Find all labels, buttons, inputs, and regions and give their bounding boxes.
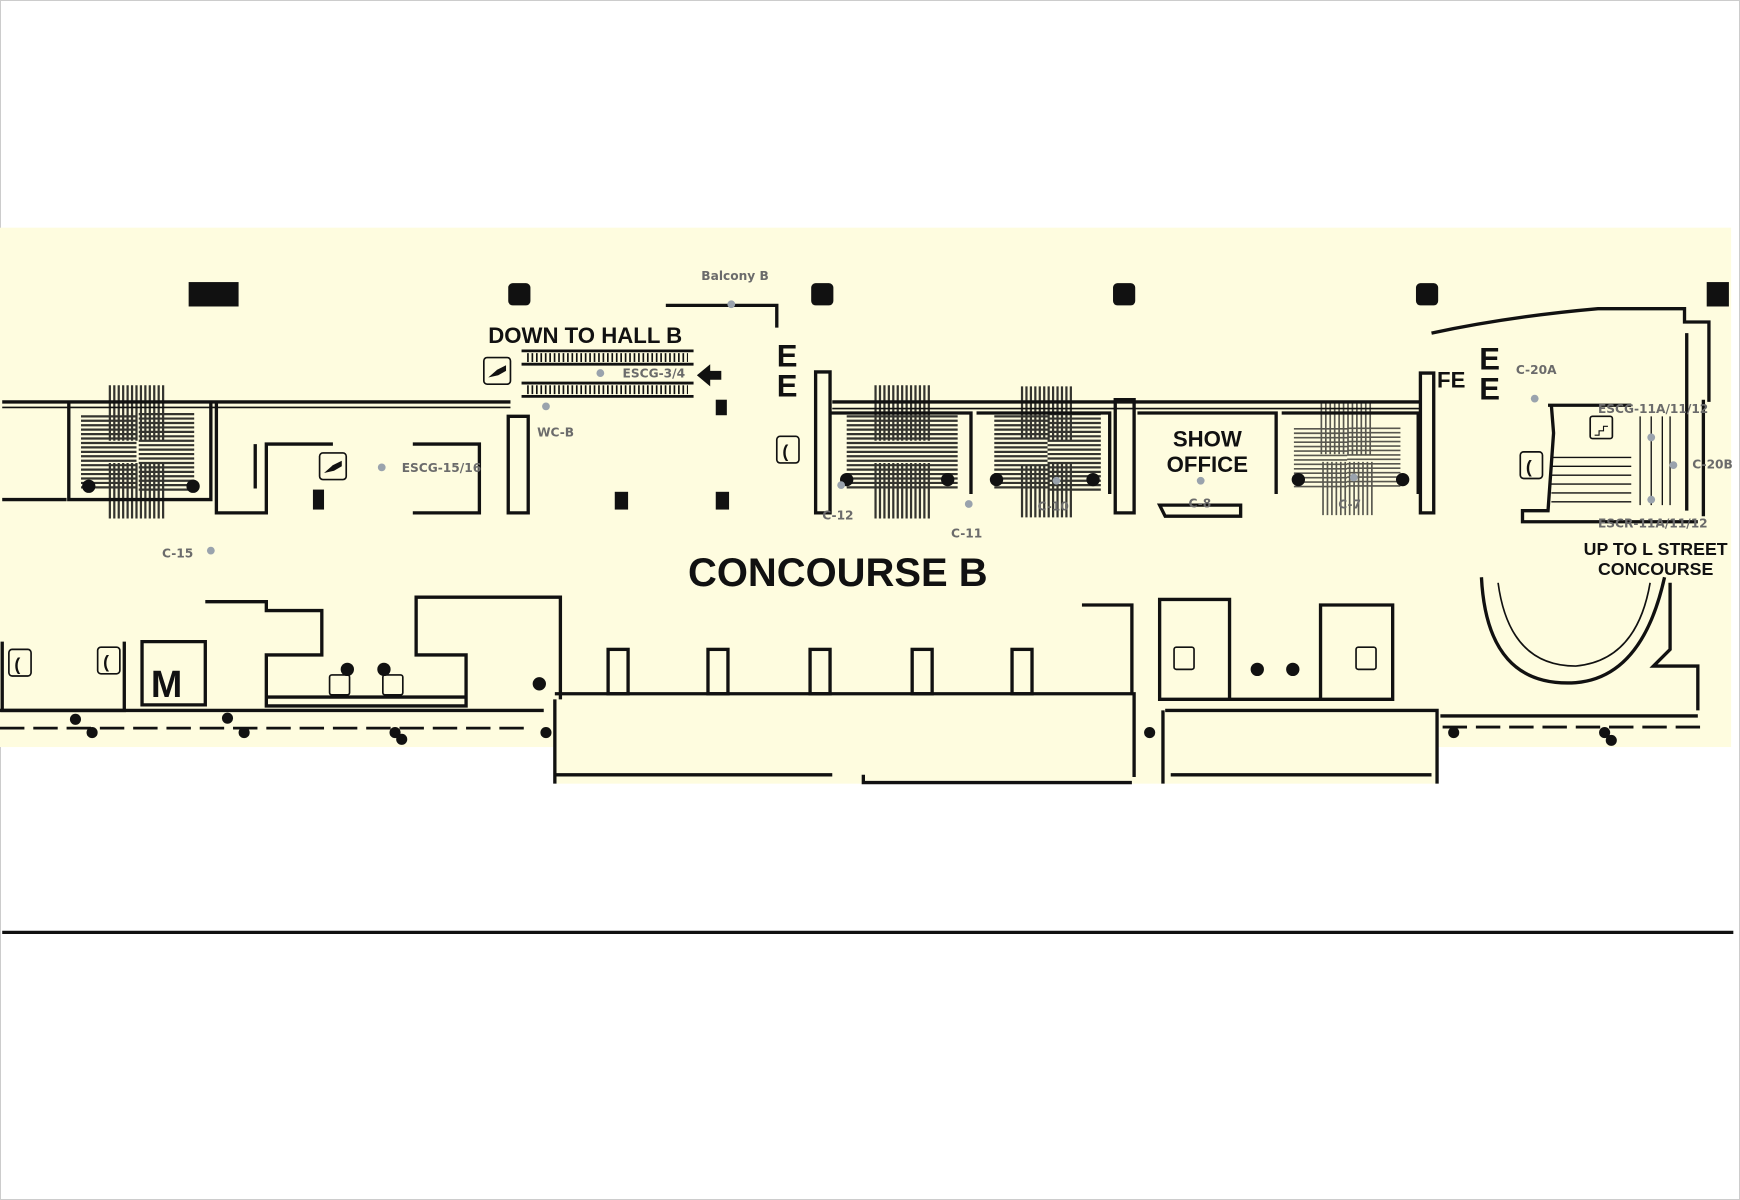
location-c-12[interactable]: C-12 <box>822 509 853 523</box>
phone-icon: ( <box>775 435 800 464</box>
escalator-icon <box>318 452 348 481</box>
location-c-10[interactable]: C-10 <box>1038 500 1069 514</box>
restroom-icon <box>382 674 404 696</box>
phone-icon: ( <box>1519 451 1544 480</box>
svg-text:(: ( <box>103 652 109 672</box>
svg-text:(: ( <box>782 441 788 461</box>
location-markers <box>206 300 1678 555</box>
columns <box>312 282 1729 510</box>
location-wc-b[interactable]: WC-B <box>537 425 574 439</box>
location-c-20b[interactable]: C-20B <box>1692 458 1733 472</box>
location-escr-11a[interactable]: ESCR-11A/11/12 <box>1598 516 1708 530</box>
show-office-label: OFFICE <box>1167 452 1248 477</box>
location-escg-11a[interactable]: ESCG-11A/11/12 <box>1598 402 1708 416</box>
restroom-icon <box>328 674 351 696</box>
location-c-8[interactable]: C-8 <box>1188 496 1211 510</box>
svg-text:(: ( <box>1526 457 1532 477</box>
elevator-label: E <box>777 368 798 403</box>
down-to-hall-sign: DOWN TO HALL B <box>488 323 682 348</box>
location-c-7[interactable]: C-7 <box>1338 497 1361 511</box>
phone-icon: ( <box>96 646 121 675</box>
alcoves <box>606 647 1034 696</box>
exit-markers <box>69 472 1617 746</box>
location-c-20a[interactable]: C-20A <box>1516 363 1557 377</box>
location-balcony-b[interactable]: Balcony B <box>701 269 768 283</box>
concourse-title: CONCOURSE B <box>688 551 988 595</box>
icon-badges: ( ( ( ( <box>8 356 1614 696</box>
svg-text:(: ( <box>14 654 20 674</box>
elevator-label: E <box>777 338 798 373</box>
stairs-icon <box>1355 646 1377 671</box>
lower-hall-floor <box>554 688 1439 784</box>
up-to-l-street-sign: CONCOURSE <box>1598 559 1714 579</box>
walls <box>0 303 1711 785</box>
location-c-15[interactable]: C-15 <box>162 546 193 560</box>
phone-icon: ( <box>8 648 32 677</box>
elevator-label: E <box>1479 342 1500 377</box>
arrow-left-icon <box>696 364 722 387</box>
location-escg-15-16[interactable]: ESCG-15/16 <box>402 461 481 475</box>
location-c-11[interactable]: C-11 <box>951 526 982 540</box>
location-escg-3-4[interactable]: ESCG-3/4 <box>623 367 686 381</box>
elevator-label: E <box>1479 372 1500 407</box>
location-labels: Balcony B ESCG-3/4 WC-B ESCG-15/16 C-15 … <box>162 269 1733 560</box>
stairs-icon <box>1173 646 1195 671</box>
escalator-icon <box>482 356 512 385</box>
mezzanine-label: M <box>151 663 182 705</box>
fire-equipment-label: FE <box>1437 367 1465 392</box>
show-office-label: SHOW <box>1173 426 1242 451</box>
up-to-l-street-sign: UP TO L STREET <box>1584 539 1728 559</box>
stairs <box>81 349 1671 519</box>
stairs-icon <box>1589 415 1614 440</box>
column-block <box>188 282 239 307</box>
